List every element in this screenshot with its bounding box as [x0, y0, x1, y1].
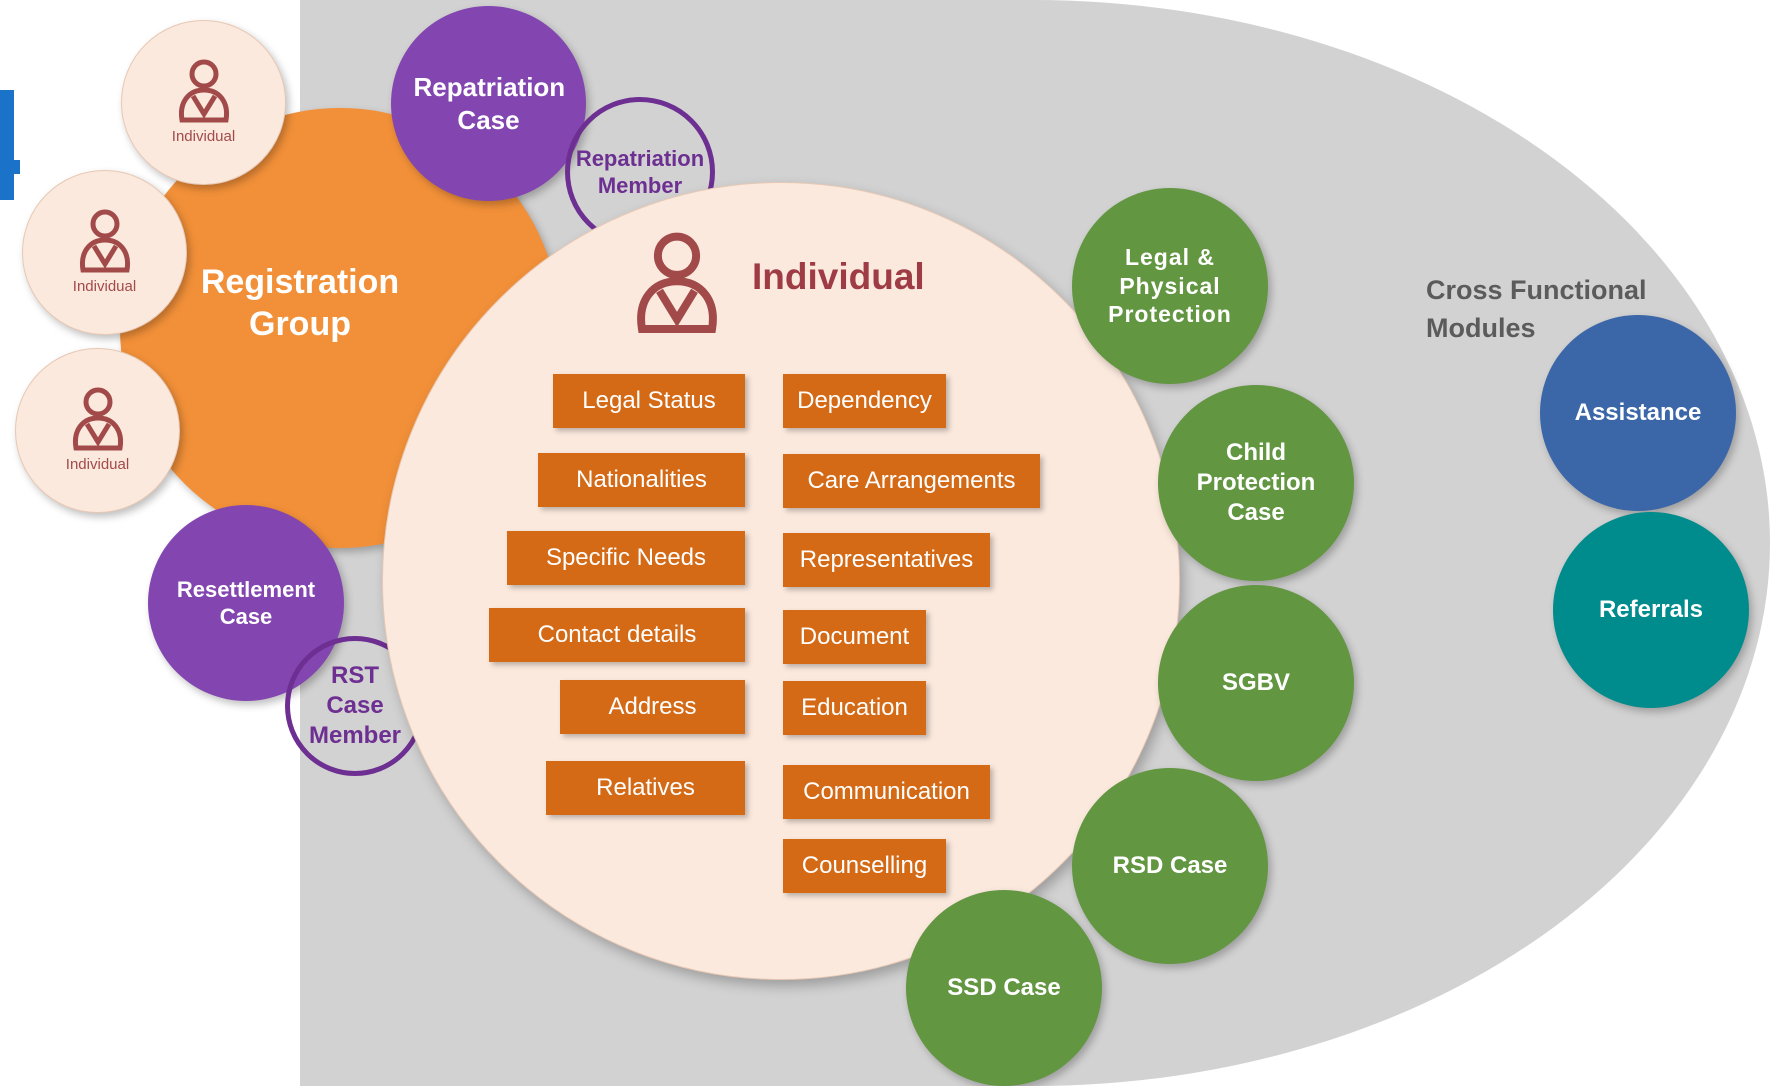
tag-representatives: Representatives	[783, 533, 990, 587]
ssd-case-label: SSD Case	[947, 974, 1061, 1001]
tag-document: Document	[783, 610, 926, 664]
ssd-case-circle: SSD Case	[906, 890, 1102, 1086]
tag-nationalities: Nationalities	[538, 453, 745, 507]
repatriation-case-circle: Repatriation Case	[391, 6, 586, 201]
tag-contact-details: Contact details	[489, 608, 745, 662]
tag-specific-needs: Specific Needs	[507, 531, 745, 585]
repatriation-case-label: Repatriation Case	[413, 72, 566, 135]
legal-physical-protection-circle: Legal & Physical Protection	[1072, 188, 1268, 384]
tag-counselling: Counselling	[783, 839, 946, 893]
assistance-label: Assistance	[1574, 399, 1702, 426]
rsd-case-circle: RSD Case	[1072, 768, 1268, 964]
legal-physical-protection-label: Legal & Physical Protection	[1108, 243, 1232, 328]
tag-care-arrangements: Care Arrangements	[783, 454, 1040, 508]
resettlement-case-circle: Resettlement Case	[148, 505, 344, 701]
individual-label: Individual	[171, 128, 236, 146]
resettlement-case-label: Resettlement Case	[176, 576, 316, 630]
sgbv-circle: SGBV	[1158, 585, 1354, 781]
partial-numeral	[0, 90, 20, 200]
registration-group-label: Registration Group	[200, 262, 400, 344]
rsd-case-label: RSD Case	[1112, 852, 1228, 879]
sgbv-label: SGBV	[1221, 669, 1290, 696]
person-icon	[79, 209, 130, 273]
rst-case-member-label: RST Case Member	[308, 662, 402, 749]
tag-legal-status: Legal Status	[553, 374, 745, 428]
assistance-circle: Assistance	[1540, 315, 1736, 511]
individual-label: Individual	[72, 278, 137, 296]
tag-education: Education	[783, 681, 926, 735]
referrals-label: Referrals	[1598, 596, 1704, 623]
tag-dependency: Dependency	[783, 374, 946, 428]
individual-title: Individual	[752, 256, 925, 297]
cross-functional-title: Cross Functional Modules	[1426, 272, 1647, 348]
individual-main-circle	[382, 182, 1180, 980]
cross-functional-title-line2: Modules	[1426, 312, 1536, 343]
child-protection-case-label: Child Protection Case	[1196, 439, 1316, 526]
person-icon	[72, 387, 123, 451]
referrals-circle: Referrals	[1553, 512, 1749, 708]
person-icon	[637, 232, 717, 333]
child-protection-case-circle: Child Protection Case	[1158, 385, 1354, 581]
tag-communication: Communication	[783, 765, 990, 819]
individual-label: Individual	[65, 456, 130, 474]
individual-circle-3: Individual	[15, 348, 180, 513]
individual-circle-1: Individual	[121, 20, 286, 185]
person-icon	[178, 59, 229, 123]
tag-address: Address	[560, 680, 745, 734]
tag-relatives: Relatives	[546, 761, 745, 815]
individual-circle-2: Individual	[22, 170, 187, 335]
cross-functional-title-line1: Cross Functional	[1426, 275, 1647, 305]
repatriation-member-label: Repatriation Member	[575, 145, 705, 199]
